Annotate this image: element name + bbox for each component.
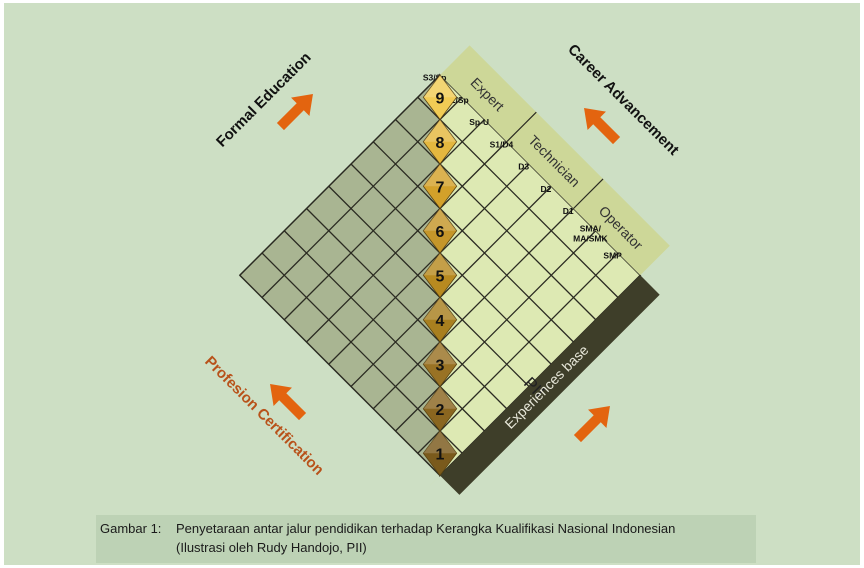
level-number: 3 (436, 357, 445, 374)
grid-line (439, 252, 552, 365)
education-level-label: S3/Sp (423, 73, 447, 83)
grid-line (328, 185, 441, 298)
caption-label: Gambar 1: (100, 521, 162, 536)
grid-line (439, 252, 619, 432)
level-marker (422, 74, 458, 121)
grid-line (439, 185, 552, 298)
career-band-divider (573, 178, 604, 209)
grid-line (439, 430, 463, 454)
education-level-label: S1/D4 (490, 139, 514, 149)
level-marker-highlight (423, 431, 457, 454)
grid-line (239, 74, 441, 276)
level-marker-highlight (423, 164, 457, 187)
level-marker (422, 118, 458, 165)
level-marker (422, 163, 458, 210)
level-number: 9 (436, 90, 445, 107)
level-marker (422, 385, 458, 432)
grid-line (439, 141, 508, 209)
level-marker (422, 207, 458, 254)
level-number: 1 (436, 446, 445, 463)
bands (419, 45, 670, 495)
level-marker (422, 341, 458, 388)
level-marker (422, 296, 458, 343)
level-marker-highlight (423, 342, 457, 365)
education-level-label: D1 (563, 206, 574, 216)
grid-line (372, 341, 441, 410)
grid-line (417, 430, 441, 454)
education-level-labels: SMP SMA/MA/SMK D1 D2 D3 S1/D4 Sp-U S2/Sp S3/Sp (423, 73, 622, 261)
grid-line (283, 230, 441, 387)
level-marker-highlight (423, 208, 457, 231)
experience-band (440, 275, 660, 495)
grid-line (439, 163, 530, 254)
grid-line (439, 208, 574, 343)
grid-line (239, 274, 441, 476)
profesion-certification-label: Profesion Certification (201, 353, 327, 479)
education-level-label: S2/Sp (445, 95, 469, 105)
caption-line-1: Penyetaraan antar jalur pendidikan terha… (176, 521, 676, 536)
arrows (270, 94, 621, 443)
level-marker-highlight (423, 119, 457, 142)
career-band-divider (506, 111, 537, 143)
grid-line (372, 141, 441, 209)
education-level-label: SMA/ (580, 223, 602, 233)
education-level-label: Sp-U (469, 117, 489, 127)
figure-caption: Gambar 1: Penyetaraan antar jalur pendid… (96, 515, 756, 563)
experiences-base-arrow (573, 406, 610, 443)
grid-line (306, 208, 441, 343)
grid-line (439, 96, 463, 120)
grid-line (439, 119, 485, 165)
education-level-label: MA/SMK (573, 233, 608, 243)
level-number: 8 (436, 135, 445, 152)
education-level-label: D2 (540, 184, 551, 194)
grid-line (328, 252, 441, 365)
level-number: 6 (436, 224, 445, 241)
level-markers: 1 2 3 4 5 6 7 8 9 (422, 74, 458, 477)
level-marker (422, 252, 458, 299)
career-advancement-label: Career Advancement (564, 41, 682, 159)
caption-line-2: (Ilustrasi oleh Rudy Handojo, PII) (176, 540, 367, 555)
grid-line (283, 163, 441, 321)
grid-line (439, 230, 597, 387)
level-marker-highlight (423, 386, 457, 409)
level-marker-highlight (423, 75, 457, 98)
level-number: 7 (436, 179, 445, 196)
grid-line (395, 119, 441, 165)
career-band (440, 45, 670, 276)
education-level-label: SMP (603, 251, 622, 261)
career-advancement-arrow (584, 108, 621, 145)
level-number: 5 (436, 268, 445, 285)
formal-education-arrow (276, 94, 313, 131)
grid-line (261, 252, 441, 432)
education-level-label: D3 (518, 162, 529, 172)
level-marker-highlight (423, 297, 457, 320)
education-band (419, 54, 641, 276)
level-number: 2 (436, 402, 445, 419)
grid-line (417, 96, 441, 120)
grid-line (350, 163, 441, 254)
level-number: 4 (436, 313, 445, 330)
grid-line (439, 163, 597, 321)
level-marker (422, 430, 458, 477)
grid-line (439, 341, 508, 410)
level-marker-highlight (423, 253, 457, 276)
profesion-certification-arrow (270, 384, 307, 421)
